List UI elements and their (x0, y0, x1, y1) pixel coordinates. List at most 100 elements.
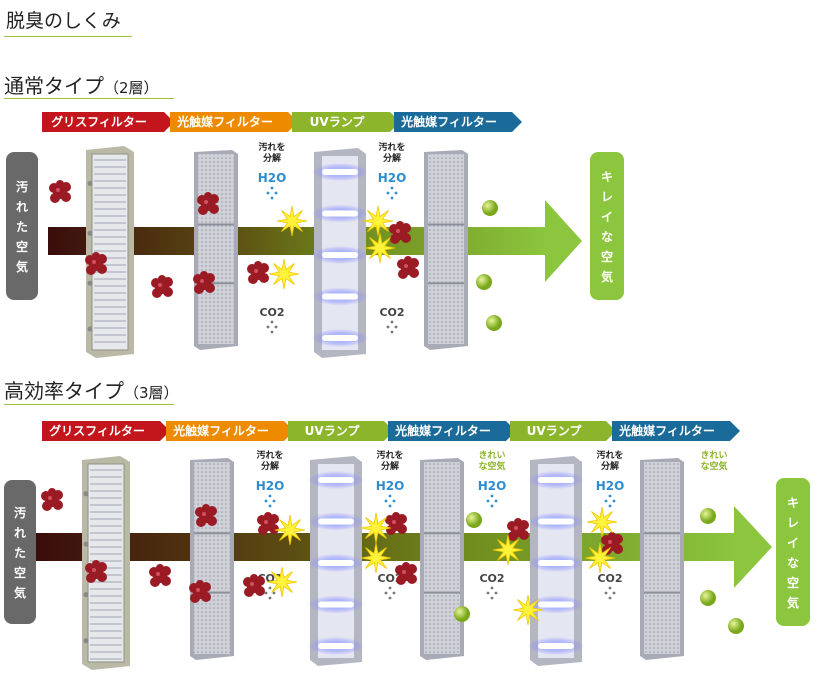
dirt-lobe (198, 205, 208, 215)
reaction-spark (364, 232, 396, 264)
dirt-lobe (204, 192, 212, 200)
dirt-highlight (158, 283, 162, 287)
dirt-particle (507, 518, 529, 541)
clean-air-badge-char: キ (601, 170, 613, 184)
clean-particle (700, 508, 716, 524)
dirt-lobe (156, 564, 164, 572)
dirt-lobe (398, 269, 408, 279)
dirt-particle (397, 256, 419, 279)
clean-particle (476, 274, 492, 290)
diagram-high: 汚れた空気キレイな空気汚れを分解H2OCO2汚れを分解H2OCO2きれいな空気H… (4, 449, 810, 670)
dirt-lobe (161, 576, 171, 586)
molecule-dot (386, 325, 390, 329)
molecule-dot (392, 499, 396, 503)
dirt-highlight (196, 588, 200, 592)
reaction-spark (274, 514, 306, 546)
molecule-dot (388, 596, 392, 600)
dirt-lobe (202, 504, 210, 512)
molecule-dots (384, 586, 396, 600)
dirty-air-badge-bg (6, 152, 38, 300)
molecule-dot (390, 330, 394, 334)
co2-label: CO2 (259, 306, 284, 319)
dirt-particle (195, 504, 217, 527)
uv-tube (538, 477, 574, 483)
dirt-lobe (248, 274, 258, 284)
clean-particle (482, 200, 498, 216)
molecule-dot (394, 325, 398, 329)
uv-tube (538, 643, 574, 649)
molecule-dots (386, 186, 398, 200)
molecule-dot (272, 591, 276, 595)
dirt-lobe (396, 575, 406, 585)
dirty-air-badge-char: 気 (16, 259, 28, 274)
page-title: 脱臭のしくみ (6, 10, 121, 32)
molecule-dot (390, 196, 394, 200)
molecule-dot (490, 494, 494, 498)
airflow-band (36, 533, 740, 561)
stage-label: UVランプ (292, 112, 400, 132)
uv-tube (318, 560, 354, 566)
section-subtitle: （2層） (104, 79, 159, 97)
dirty-air-badge-char: れ (14, 526, 26, 540)
dirt-lobe (514, 518, 522, 526)
note-top: 汚れを (256, 449, 283, 461)
co2-label: CO2 (597, 572, 622, 585)
section-underline (4, 404, 174, 405)
dirt-highlight (250, 582, 254, 586)
dirt-lobe (250, 574, 258, 582)
molecule-dot (384, 499, 388, 503)
dirt-lobe (92, 560, 100, 568)
molecule-dot (494, 499, 498, 503)
dirt-particle (385, 512, 407, 535)
grease-rivet (83, 638, 89, 644)
stage-label-text: 光触媒フィルター (173, 424, 269, 438)
mesh-panel (198, 154, 234, 344)
stage-label-text: グリスフィルター (51, 115, 147, 129)
stage-label: 光触媒フィルター (388, 421, 516, 441)
dirt-lobe (258, 525, 268, 535)
molecule-dot (384, 591, 388, 595)
clean-air-badge-char: 気 (787, 595, 799, 610)
reaction-spark (276, 205, 308, 237)
uv-tube (322, 169, 358, 175)
uv-lamp (312, 148, 368, 358)
dirt-highlight (608, 540, 612, 544)
dirt-particle (149, 564, 171, 587)
airflow-arrowhead (545, 200, 582, 282)
dirt-lobe (397, 524, 407, 534)
dirt-particle (151, 275, 173, 298)
dirt-highlight (56, 188, 60, 192)
molecule-dot (272, 499, 276, 503)
uv-lamp (308, 456, 364, 666)
uv-tube (538, 560, 574, 566)
dirty-air-badge-char: た (14, 546, 26, 560)
uv-tube (318, 643, 354, 649)
section-title-text: 通常タイプ (4, 74, 104, 98)
dirt-lobe (92, 252, 100, 260)
molecule-dot (612, 499, 616, 503)
note-top: きれい (478, 450, 505, 461)
molecule-dots (604, 494, 616, 508)
molecule-dot (268, 586, 272, 590)
dirt-highlight (92, 260, 96, 264)
reaction-spark (584, 542, 616, 574)
grease-filter (86, 146, 134, 358)
dirty-air-badge-char: 空 (16, 239, 28, 254)
dirt-highlight (404, 264, 408, 268)
dirt-lobe (152, 288, 162, 298)
dirt-particle (197, 192, 219, 215)
molecule-dot (388, 586, 392, 590)
photocatalyst-filter (194, 150, 238, 350)
molecule-dots (266, 186, 278, 200)
molecule-dot (268, 494, 272, 498)
dirt-highlight (156, 572, 160, 576)
reaction-spark (360, 542, 392, 574)
molecule-dot (274, 325, 278, 329)
stage-label-text: 光触媒フィルター (619, 424, 715, 438)
co2-label: CO2 (479, 572, 504, 585)
molecule-dots (264, 586, 276, 600)
note-top: 汚れを (376, 449, 403, 461)
molecule-dot (490, 504, 494, 508)
